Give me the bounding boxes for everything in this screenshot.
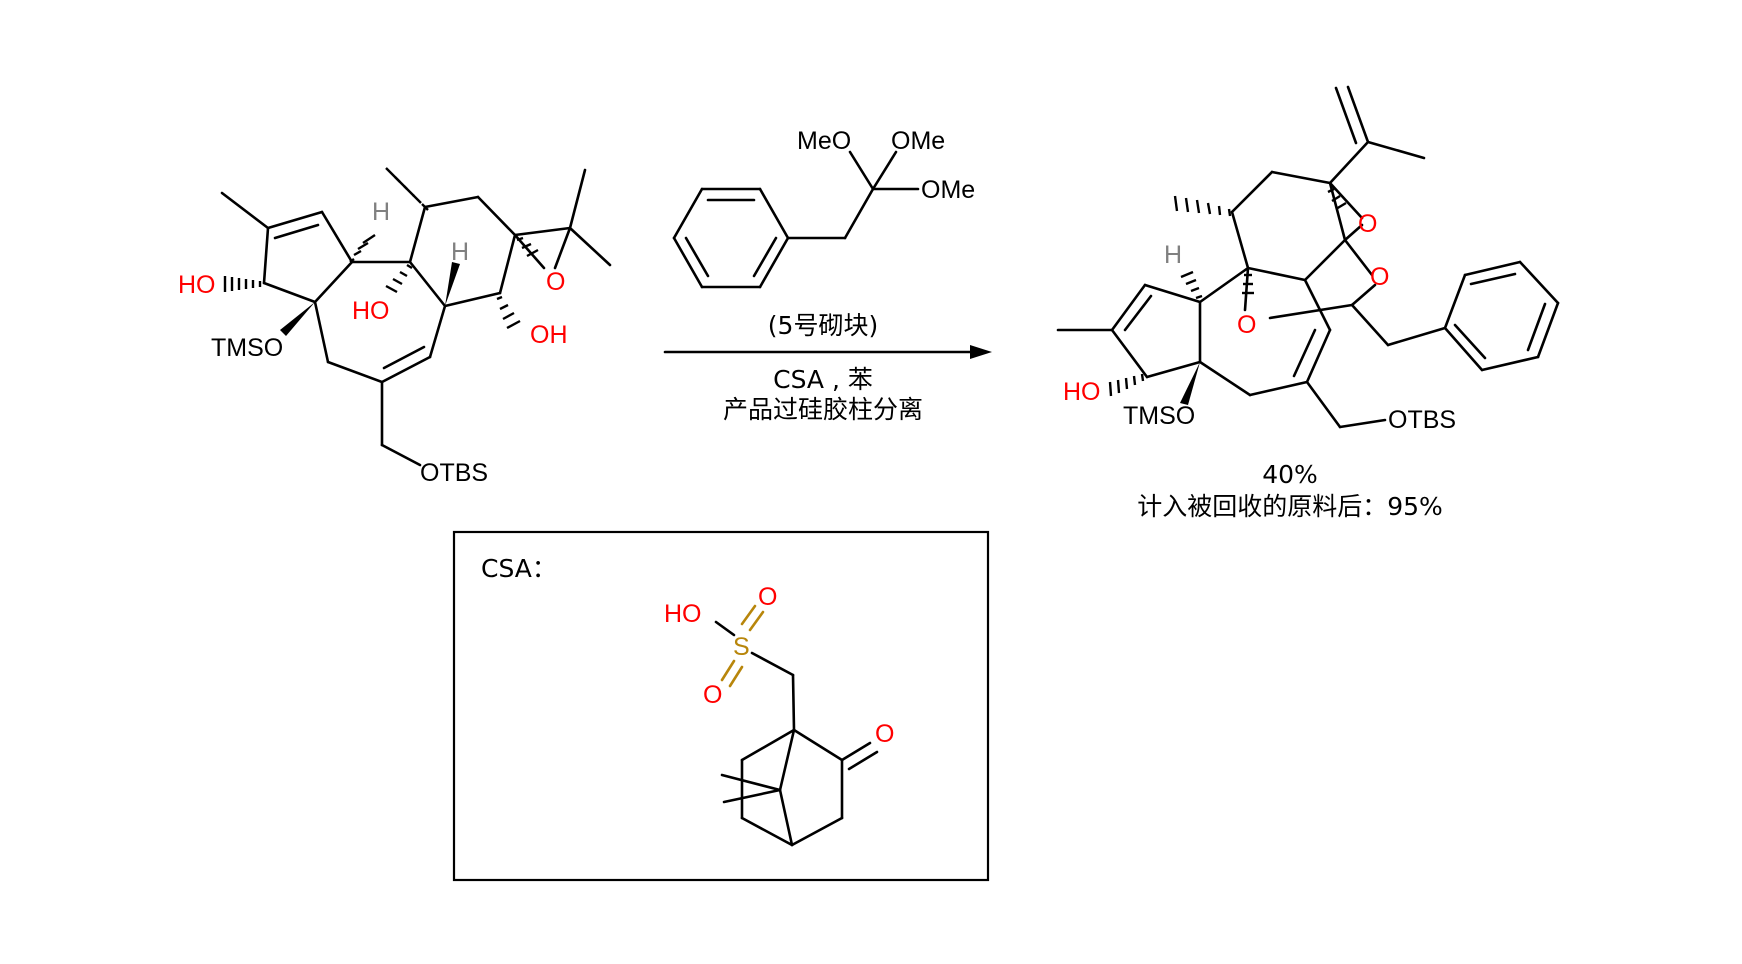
reactant-h1-label: H [372,198,390,226]
reactant-ho2-label: HO [352,297,390,325]
wedge-bond-tmso [280,302,315,336]
product-yield-recovered: 计入被回收的原料后：95% [1137,492,1443,521]
reactant-epoxide-o-label: O [546,268,565,296]
hashed-bond-methyl-product [1173,195,1232,217]
product-h-label: H [1164,241,1182,269]
product-o2-label: O [1370,263,1389,291]
hashed-bond-h1 [349,234,376,263]
hashed-bond-epoxide [516,236,539,258]
csa-box-title: CSA： [481,554,557,583]
product-structure: O O O H HO TMSO OTBS [1056,85,1560,434]
reactant-tmso-label: TMSO [211,334,283,362]
wedge-bond-tmso-product [1180,362,1200,405]
hashed-bond-ho2 [385,263,413,294]
product-otbs-label: OTBS [1388,406,1456,434]
wedge-bond-h2 [445,262,460,306]
reagent-ome2-label: OMe [921,176,975,204]
csa-o-bottom-label: O [703,681,722,709]
product-ho-label: HO [1063,378,1101,406]
reagent-meo-label: MeO [797,127,851,155]
csa-ho-label: HO [664,600,702,628]
condition-below-2: 产品过硅胶柱分离 [723,395,923,424]
csa-ketone-o-label: O [875,720,894,748]
reactant-otbs-label: OTBS [420,459,488,487]
product-o1-label: O [1358,210,1377,238]
reagent-ome1-label: OMe [891,127,945,155]
hashed-bond-h-product [1180,270,1203,300]
product-tmso-label: TMSO [1123,402,1195,430]
reagent-structure: MeO OMe OMe [672,127,975,289]
reactant-h2-label: H [451,238,469,266]
hashed-bond-o-product [1327,187,1347,211]
reactant-structure: HO TMSO HO OH O H H OTBS [178,167,612,487]
hashed-bond-ho [223,276,262,292]
condition-above-arrow: (5号砌块) [768,311,878,340]
product-o3-label: O [1237,311,1256,339]
condition-below-1: CSA , 苯 [773,365,873,394]
product-yield: 40% [1262,460,1318,489]
reactant-oh-label: OH [530,321,568,349]
hashed-bond-methyl [385,167,429,211]
reaction-arrow [663,345,992,359]
csa-s-label: S [733,633,750,661]
reactant-ho-label: HO [178,271,216,299]
hashed-bond-ho-product [1108,373,1145,397]
csa-o-top-label: O [758,583,777,611]
hashed-bond-o-lower [1242,273,1254,295]
hashed-bond-oh [496,295,521,330]
csa-box: CSA： HO S O O O [452,530,990,882]
